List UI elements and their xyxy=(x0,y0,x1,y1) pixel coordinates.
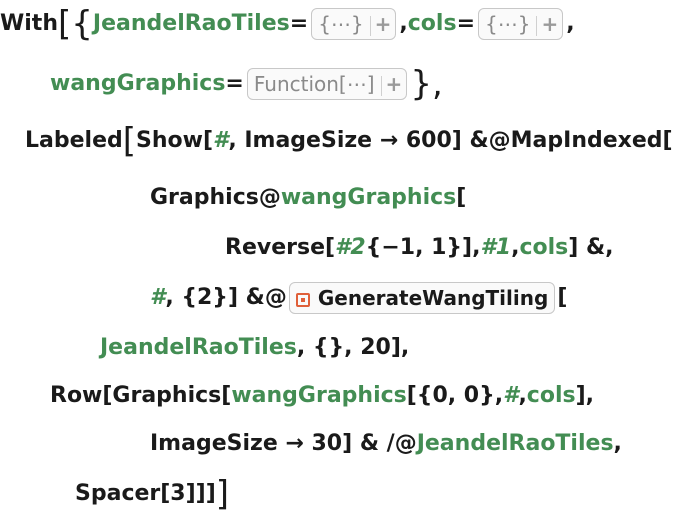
collapsed-list-box[interactable]: {⋯} + xyxy=(478,8,564,40)
collapsed-list-box[interactable]: {⋯} + xyxy=(311,8,397,40)
open-bracket: [ xyxy=(456,185,467,210)
reverse-call: Reverse[ xyxy=(225,235,336,260)
box-divider xyxy=(369,15,371,36)
imagesize-map: ImageSize → 30] & /@ xyxy=(150,431,417,456)
expand-plus-icon[interactable]: + xyxy=(541,12,559,36)
variable-cols: cols xyxy=(407,11,457,36)
text: , {}, 20], xyxy=(296,335,410,360)
expand-plus-icon[interactable]: + xyxy=(385,72,403,96)
collapsed-function-text: Function[⋯] xyxy=(253,72,375,96)
text: {−1, 1}], xyxy=(365,235,481,260)
code-line-3: Labeled[Show[#, ImageSize → 600] &@MapIn… xyxy=(25,121,673,161)
code-line-5: Reverse[#2 {−1, 1}], #1, cols] &, xyxy=(225,228,614,268)
text: [{0, 0}, xyxy=(406,383,504,408)
comma: , xyxy=(511,235,520,260)
text: , {2}] &@ xyxy=(165,285,287,310)
code-line-8: Row[Graphics[wangGraphics[{0, 0}, #, col… xyxy=(50,376,594,416)
keyword-with: With xyxy=(0,11,58,36)
code-line-6: #, {2}] &@ GenerateWangTiling [ xyxy=(150,278,567,318)
equals: = xyxy=(225,71,244,96)
graphics-prefix: Graphics@ xyxy=(150,185,281,210)
variable-jeandelraotiles: JeandelRaoTiles xyxy=(100,335,297,360)
code-line-9: ImageSize → 30] & /@ JeandelRaoTiles, xyxy=(150,424,622,464)
variable-wanggraphics: wangGraphics xyxy=(231,383,407,408)
comma: , xyxy=(399,11,408,36)
show-call: Show[ xyxy=(136,128,214,153)
variable-jeandelraotiles: JeandelRaoTiles xyxy=(416,431,614,456)
box-divider xyxy=(380,75,382,96)
close-bracket: ] xyxy=(215,474,230,514)
open-bracket-brace: [{ xyxy=(58,4,93,44)
close-brace-comma: }, xyxy=(410,64,443,104)
variable-wanggraphics: wangGraphics xyxy=(280,185,457,210)
collapsed-function-box[interactable]: Function[⋯] + xyxy=(246,68,408,100)
imagesize-mapindexed: , ImageSize → 600] &@MapIndexed[ xyxy=(228,128,673,153)
code-line-10: Spacer[3]]]] xyxy=(75,474,229,514)
equals: = xyxy=(289,11,309,36)
variable-wanggraphics: wangGraphics xyxy=(50,71,226,96)
variable-cols: cols xyxy=(519,235,569,260)
slot-2: #2 xyxy=(335,235,366,260)
text: ] &, xyxy=(568,235,614,260)
code-line-7: JeandelRaoTiles, {}, 20], xyxy=(100,328,409,368)
slot: # xyxy=(150,285,166,310)
variable-jeandelraotiles: JeandelRaoTiles xyxy=(92,11,290,36)
open-bracket: [ xyxy=(557,285,568,310)
function-labeled: Labeled xyxy=(25,128,123,153)
open-bracket: [ xyxy=(122,121,137,161)
comma: , xyxy=(566,11,575,36)
comma: , xyxy=(518,383,527,408)
code-line-2: wangGraphics = Function[⋯] +}, xyxy=(50,64,443,104)
code-line-4: Graphics@wangGraphics[ xyxy=(150,178,466,218)
resource-function-box[interactable]: GenerateWangTiling xyxy=(288,282,556,314)
expand-plus-icon[interactable]: + xyxy=(374,12,392,36)
resource-function-name: GenerateWangTiling xyxy=(317,286,549,310)
collapsed-list-text: {⋯} xyxy=(318,12,364,36)
resource-function-icon xyxy=(295,292,310,307)
variable-cols: cols xyxy=(526,383,576,408)
comma: , xyxy=(613,431,622,456)
row-graphics: Row[Graphics[ xyxy=(50,383,232,408)
slot: # xyxy=(503,383,519,408)
code-line-1: With[{JeandelRaoTiles = {⋯} +, cols = {⋯}… xyxy=(0,4,575,44)
box-divider xyxy=(536,15,538,36)
slot: # xyxy=(213,128,229,153)
equals: = xyxy=(456,11,475,36)
spacer-call: Spacer[3]]] xyxy=(75,481,216,506)
text: ], xyxy=(575,383,595,408)
slot-1: #1 xyxy=(480,235,512,260)
collapsed-list-text: {⋯} xyxy=(485,12,531,36)
